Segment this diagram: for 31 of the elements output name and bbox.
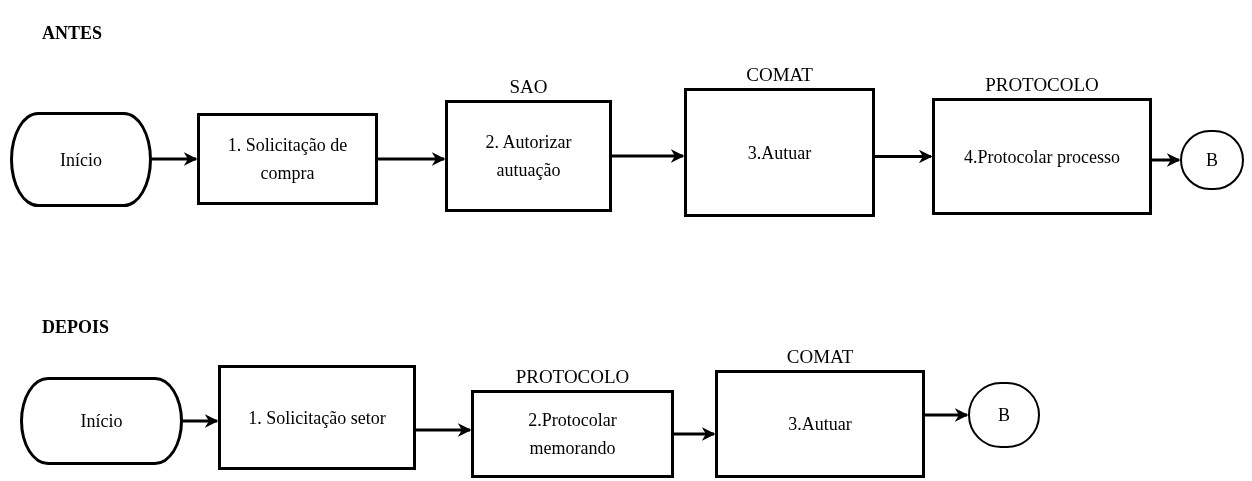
node-label: Início [79, 410, 124, 433]
node-label: 2. Autorizar autuação [484, 131, 573, 182]
arrow [612, 149, 685, 163]
node-label: 3.Autuar [746, 141, 813, 165]
lane-heading: PROTOCOLO [514, 365, 631, 389]
terminator-shape [10, 112, 152, 207]
node-label: 2.Protocolar memorando [527, 409, 618, 460]
node-label: 3.Autuar [787, 413, 853, 436]
lane-heading: COMAT [785, 345, 855, 369]
lane-heading: SAO [508, 75, 549, 99]
node-label: 1. Solicitação de compra [226, 134, 349, 185]
section-heading: DEPOIS [42, 316, 110, 339]
arrow [378, 152, 446, 166]
arrow [1152, 153, 1181, 167]
process-box [218, 365, 416, 470]
lane-heading: COMAT [745, 63, 814, 87]
terminator-shape [20, 377, 183, 465]
node-label: B [1205, 149, 1219, 172]
arrow [416, 423, 472, 437]
arrow [183, 414, 219, 428]
node-label: B [997, 404, 1011, 427]
arrow [152, 152, 198, 166]
arrow [925, 408, 969, 422]
node-label: 1. Solicitação setor [247, 406, 387, 430]
arrow [875, 149, 933, 164]
node-label: Início [59, 148, 103, 172]
section-heading: ANTES [42, 22, 103, 45]
node-label: 4.Protocolar processo [963, 145, 1121, 169]
lane-heading: PROTOCOLO [984, 73, 1100, 97]
arrow [674, 427, 716, 441]
process-box [197, 113, 378, 205]
